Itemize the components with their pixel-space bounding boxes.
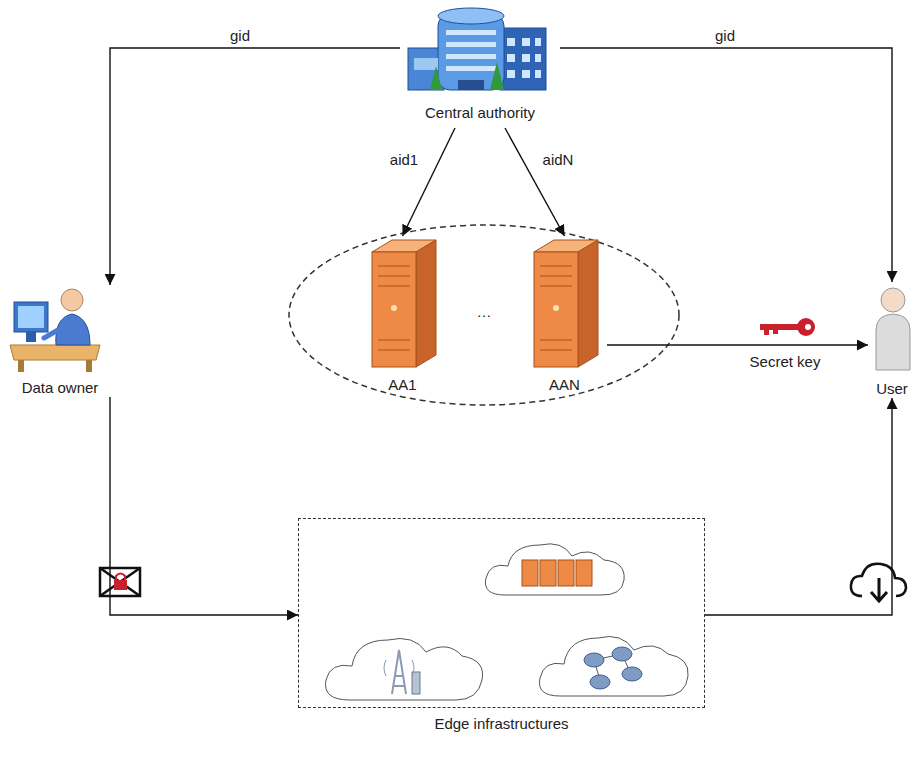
node-label: AA1 (388, 376, 416, 394)
attribute-authority-node: AA1 (360, 236, 445, 394)
connector-arrow (607, 344, 868, 345)
database-cloud (539, 637, 688, 697)
connector-arrow (705, 398, 892, 615)
key-icon (760, 318, 815, 336)
node-label: Edge infrastructures (299, 715, 704, 733)
edge-label: gid (227, 27, 253, 45)
server-cloud (485, 544, 624, 595)
connector-arrow (403, 128, 456, 236)
building-icon (408, 8, 546, 90)
edge-label: aidN (540, 151, 577, 169)
attribute-authority-node: AAN (522, 236, 607, 394)
download-cloud-icon (851, 564, 906, 601)
edge-label: Secret key (747, 353, 824, 371)
authority-node: Central authority (400, 0, 560, 122)
connector-arrow (505, 128, 565, 236)
person-at-desk-icon (10, 289, 100, 372)
ellipsis-label: … (474, 303, 495, 321)
edge-infrastructure-region: Edge infrastructures (298, 518, 705, 708)
server-icon (534, 240, 598, 367)
server-icon (372, 240, 436, 367)
connector-arrow (110, 397, 298, 615)
tower-cloud (326, 639, 483, 701)
data-owner-node: Data owner (5, 285, 115, 397)
node-label: Data owner (22, 379, 99, 397)
node-label: Central authority (425, 104, 535, 122)
edge-label: gid (712, 27, 738, 45)
node-label: AAN (549, 376, 580, 394)
node-label: User (876, 380, 908, 398)
encrypted-envelope-icon (100, 568, 140, 596)
connector-arrow (560, 48, 892, 282)
connector-arrow (110, 48, 400, 285)
authority-group-outline (289, 225, 679, 405)
user-node: User (868, 282, 916, 398)
edge-label: aid1 (387, 151, 421, 169)
user-icon (876, 288, 910, 370)
